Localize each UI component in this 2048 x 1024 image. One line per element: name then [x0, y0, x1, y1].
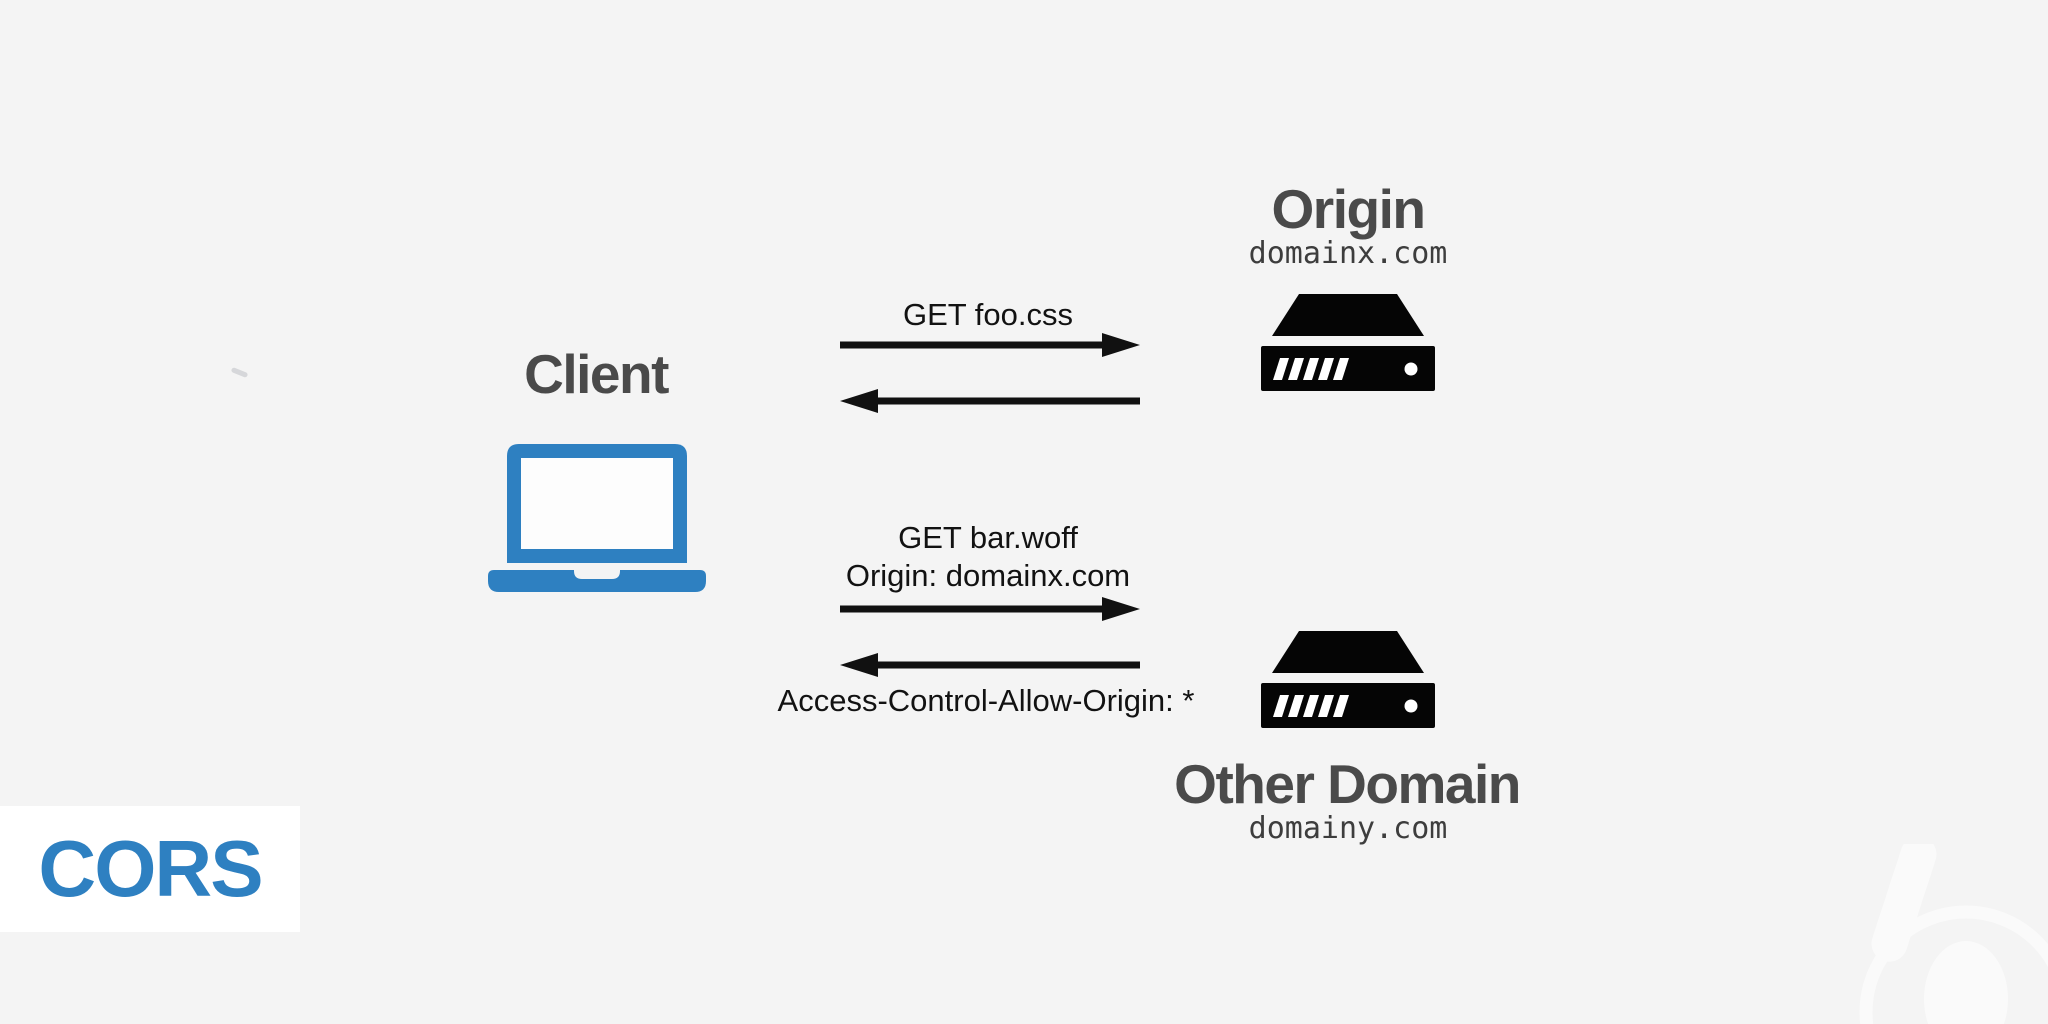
client-label: Client — [524, 343, 669, 405]
stray-mark — [230, 366, 249, 379]
server-icon — [1261, 294, 1435, 391]
request-label-get-bar-woff: GET bar.woff — [898, 520, 1078, 555]
server-icon — [1261, 631, 1435, 728]
arrow-right-icon — [840, 333, 1140, 357]
response-label-acao: Access-Control-Allow-Origin: * — [777, 683, 1195, 718]
arrow-left-icon — [840, 389, 1140, 413]
circle-logo-watermark-icon — [1859, 844, 2048, 1024]
cors-badge-label: CORS — [38, 824, 263, 913]
arrow-left-icon — [840, 653, 1140, 677]
other-server-domain: domainy.com — [1248, 811, 1448, 846]
cors-badge: CORS — [0, 806, 300, 932]
origin-server-domain: domainx.com — [1248, 236, 1448, 271]
arrow-right-icon — [840, 597, 1140, 621]
origin-server-title: Origin — [1271, 178, 1426, 240]
other-server-title: Other Domain — [1174, 753, 1521, 815]
request-label-origin-header: Origin: domainx.com — [845, 558, 1131, 593]
laptop-icon — [488, 444, 706, 592]
request-label-get-foo-css: GET foo.css — [903, 297, 1073, 332]
